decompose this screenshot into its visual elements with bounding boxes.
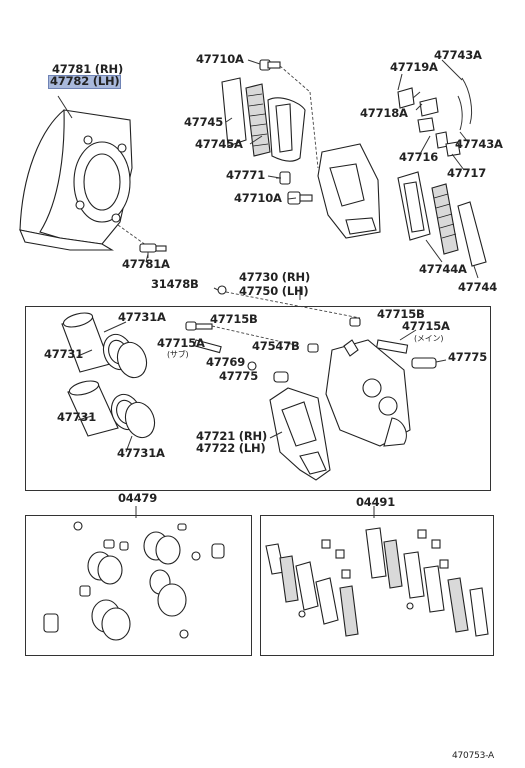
label-47715a-left[interactable]: 47715A — [157, 336, 205, 350]
label-47715b-left[interactable]: 47715B — [210, 312, 258, 326]
label-47710a-top[interactable]: 47710A — [196, 52, 244, 66]
figure-id: 470753-A — [452, 751, 494, 761]
label-47710a-mid[interactable]: 47710A — [234, 191, 282, 205]
bolt-47710a-top-shape — [259, 59, 319, 169]
label-47715a-right[interactable]: 47715A — [402, 319, 450, 333]
bolt-31478b-shape — [217, 285, 361, 319]
label-47730[interactable]: 47730 (RH) — [239, 270, 311, 284]
label-47775-right[interactable]: 47775 — [448, 350, 488, 364]
caliper-assembly-box — [25, 306, 491, 491]
label-47731-2[interactable]: 47731 — [57, 410, 97, 424]
bolt-47781a-shape — [139, 243, 167, 258]
kit-04479-box — [25, 515, 252, 656]
caliper-bracket-shape — [269, 387, 331, 481]
label-31478b[interactable]: 31478B — [151, 277, 199, 291]
label-47775-left[interactable]: 47775 — [219, 369, 259, 383]
slide-pins-shape — [185, 317, 437, 383]
label-47717[interactable]: 47717 — [447, 166, 487, 180]
label-47781[interactable]: 47781 (RH) — [52, 62, 124, 76]
kit-04479-contents-shape — [43, 521, 225, 641]
brake-pad-set-upper-shape — [221, 77, 306, 162]
label-47771[interactable]: 47771 — [226, 168, 266, 182]
torque-plate-shape — [317, 143, 381, 239]
label-47722[interactable]: 47722 (LH) — [196, 441, 266, 455]
label-47744[interactable]: 47744 — [458, 280, 498, 294]
bolt-47710a-mid-shape — [287, 191, 313, 205]
label-47715b-right[interactable]: 47715B — [377, 307, 425, 321]
label-47731-1[interactable]: 47731 — [44, 347, 84, 361]
label-47781a[interactable]: 47781A — [122, 257, 170, 271]
label-47745[interactable]: 47745 — [184, 115, 224, 129]
label-47718a[interactable]: 47718A — [360, 106, 408, 120]
label-kit-04491[interactable]: 04491 — [356, 495, 396, 509]
label-main-note: (メイン) — [414, 334, 444, 343]
brake-pad-set-right-shape — [397, 171, 487, 267]
label-kit-04479[interactable]: 04479 — [118, 491, 158, 505]
pad-hardware-shape — [397, 59, 473, 157]
label-47731a-1[interactable]: 47731A — [118, 310, 166, 324]
label-47745a[interactable]: 47745A — [195, 137, 243, 151]
label-47547b[interactable]: 47547B — [252, 339, 300, 353]
label-47719a[interactable]: 47719A — [390, 60, 438, 74]
label-47769[interactable]: 47769 — [206, 355, 246, 369]
label-47731a-2[interactable]: 47731A — [117, 446, 165, 460]
label-sub-note: (サブ) — [167, 350, 189, 359]
label-47750[interactable]: 47750 (LH) — [239, 284, 309, 298]
label-47721[interactable]: 47721 (RH) — [196, 429, 268, 443]
kit-04491-box — [260, 515, 494, 656]
label-47716[interactable]: 47716 — [399, 150, 439, 164]
label-47782[interactable]: 47782 (LH) — [47, 74, 122, 89]
caliper-body-shape — [325, 339, 411, 447]
disc-dust-cover-shape — [19, 95, 151, 251]
piston-lower-shape — [67, 380, 156, 439]
label-47744a[interactable]: 47744A — [419, 262, 467, 276]
label-47743a-top[interactable]: 47743A — [434, 48, 482, 62]
kit-04491-contents-shape — [265, 527, 489, 637]
piston-upper-shape — [61, 312, 148, 379]
label-47743a-mid[interactable]: 47743A — [455, 137, 503, 151]
leader-lines — [77, 59, 479, 518]
